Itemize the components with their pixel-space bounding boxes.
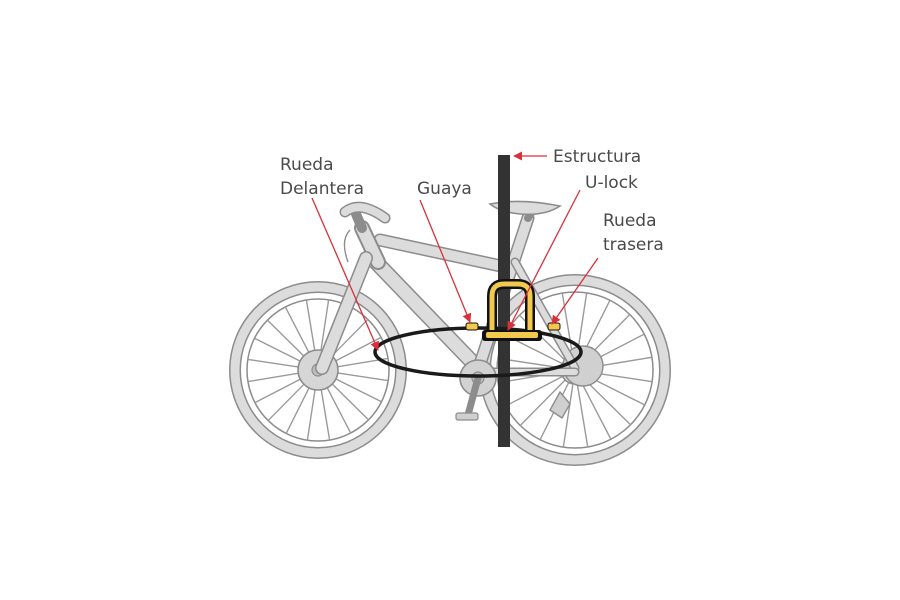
front-wheel-spoke xyxy=(267,382,306,422)
arrow-rear-wheel xyxy=(551,257,599,325)
front-wheel-spoke xyxy=(305,299,316,353)
rear-wheel-spoke xyxy=(562,381,574,448)
label-structure: Estructura xyxy=(553,147,641,167)
rear-wheel-spoke xyxy=(576,381,589,448)
rear-wheel-spoke xyxy=(579,380,612,440)
front-wheel-spoke xyxy=(284,306,311,355)
rear-wheel-spoke xyxy=(561,292,574,359)
arrow-ulock xyxy=(507,189,581,331)
front-wheel-spoke xyxy=(319,299,330,353)
front-wheel-spoke xyxy=(254,337,303,363)
front-wheel-spoke xyxy=(320,387,331,441)
rear-wheel-spoke xyxy=(505,374,565,407)
rear-wheel-spoke xyxy=(583,377,632,426)
front-wheel-spoke xyxy=(254,377,303,404)
front-wheel-spoke xyxy=(266,319,306,358)
annotation-arrows xyxy=(311,151,599,351)
front-wheel-spoke xyxy=(247,372,301,383)
label-cable: Guaya xyxy=(417,179,472,199)
label-rear-wheel: Rueda trasera xyxy=(603,211,664,255)
rear-wheel-spoke xyxy=(519,378,568,427)
structure-post xyxy=(498,155,510,447)
label-ulock: U-lock xyxy=(585,173,638,193)
front-wheel-spoke xyxy=(330,318,369,358)
front-wheel-spoke xyxy=(306,387,317,441)
front-wheel-spoke xyxy=(285,385,311,434)
front-wheel-spoke xyxy=(330,382,370,421)
front-wheel-spoke xyxy=(247,358,301,369)
front-wheel-spoke xyxy=(325,385,352,434)
arrow-cable xyxy=(419,199,472,323)
bike-frame xyxy=(315,200,580,421)
arrow-front-wheel xyxy=(311,197,379,351)
label-front-wheel: Rueda Delantera xyxy=(280,155,364,199)
front-wheel-spoke xyxy=(335,371,389,382)
front-wheel-spoke xyxy=(333,377,382,403)
